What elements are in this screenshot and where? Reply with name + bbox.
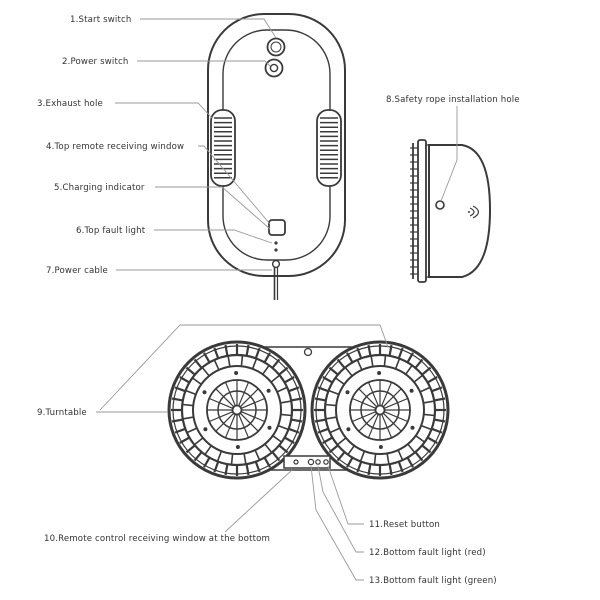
robot-outer-shell — [207, 13, 346, 277]
leader-bottom-remote-window — [224, 469, 293, 533]
turntable-left — [167, 340, 307, 480]
bottom-top-hole — [303, 347, 313, 357]
label-turntable: 9.Turntable — [37, 408, 87, 418]
turntable-right — [310, 340, 450, 480]
safety-rope-hole — [435, 200, 445, 210]
exhaust-vent-left — [210, 109, 236, 187]
leader-safety-rope-hole — [440, 106, 458, 202]
top-fault-light-dot-2 — [274, 248, 278, 252]
wifi-symbol — [468, 205, 480, 219]
label-charging-indicator: 5.Charging indicator — [54, 183, 145, 193]
label-reset-button: 11.Reset button — [369, 520, 440, 530]
side-pad — [417, 139, 427, 283]
charging-indicator-window — [268, 219, 286, 236]
power-switch-button — [264, 58, 284, 78]
bottom-control-panel — [283, 455, 331, 469]
label-power-switch: 2.Power switch — [62, 57, 128, 67]
leader-top-remote-window — [198, 145, 271, 225]
side-body — [428, 144, 492, 278]
bottom-reset-button — [323, 459, 329, 465]
labels: 1.Start switch 2.Power switch 3.Exhaust … — [37, 15, 520, 586]
leader-start-switch — [140, 18, 277, 39]
label-bottom-fault-light-green: 13.Bottom fault light (green) — [369, 576, 497, 586]
robot-bottom-view — [167, 340, 450, 480]
bottom-fault-light-red-dot — [315, 459, 321, 465]
label-power-cable: 7.Power cable — [46, 266, 108, 276]
label-safety-rope-installation-hole: 8.Safety rope installation hole — [386, 95, 520, 105]
label-bottom-fault-light-red: 12.Bottom fault light (red) — [369, 548, 486, 558]
robot-side-view — [410, 139, 492, 283]
leader-top-fault-light — [154, 229, 273, 244]
leader-lines — [96, 18, 458, 581]
leader-reset-button — [327, 465, 364, 525]
label-exhaust-hole: 3.Exhaust hole — [37, 99, 103, 109]
robot-top-view — [207, 13, 346, 300]
leader-bottom-fault-red — [317, 465, 364, 553]
label-remote-control-receiving-window-bottom: 10.Remote control receiving window at th… — [44, 534, 270, 544]
leader-bottom-fault-green — [310, 465, 364, 581]
label-top-fault-light: 6.Top fault light — [76, 226, 146, 236]
start-switch-button — [266, 37, 286, 57]
bottom-remote-window — [293, 459, 299, 465]
bottom-fault-light-green-dot — [307, 458, 315, 466]
leader-exhaust-hole — [115, 102, 213, 119]
leader-charging-indicator — [155, 186, 271, 230]
exhaust-vent-right — [316, 109, 342, 187]
label-start-switch: 1.Start switch — [70, 15, 131, 25]
label-top-remote-receiving-window: 4.Top remote receiving window — [46, 142, 184, 152]
power-cable-port — [271, 259, 281, 269]
leader-turntable-a — [99, 324, 389, 411]
leader-power-switch — [137, 60, 271, 67]
top-fault-light-dot — [274, 241, 278, 245]
